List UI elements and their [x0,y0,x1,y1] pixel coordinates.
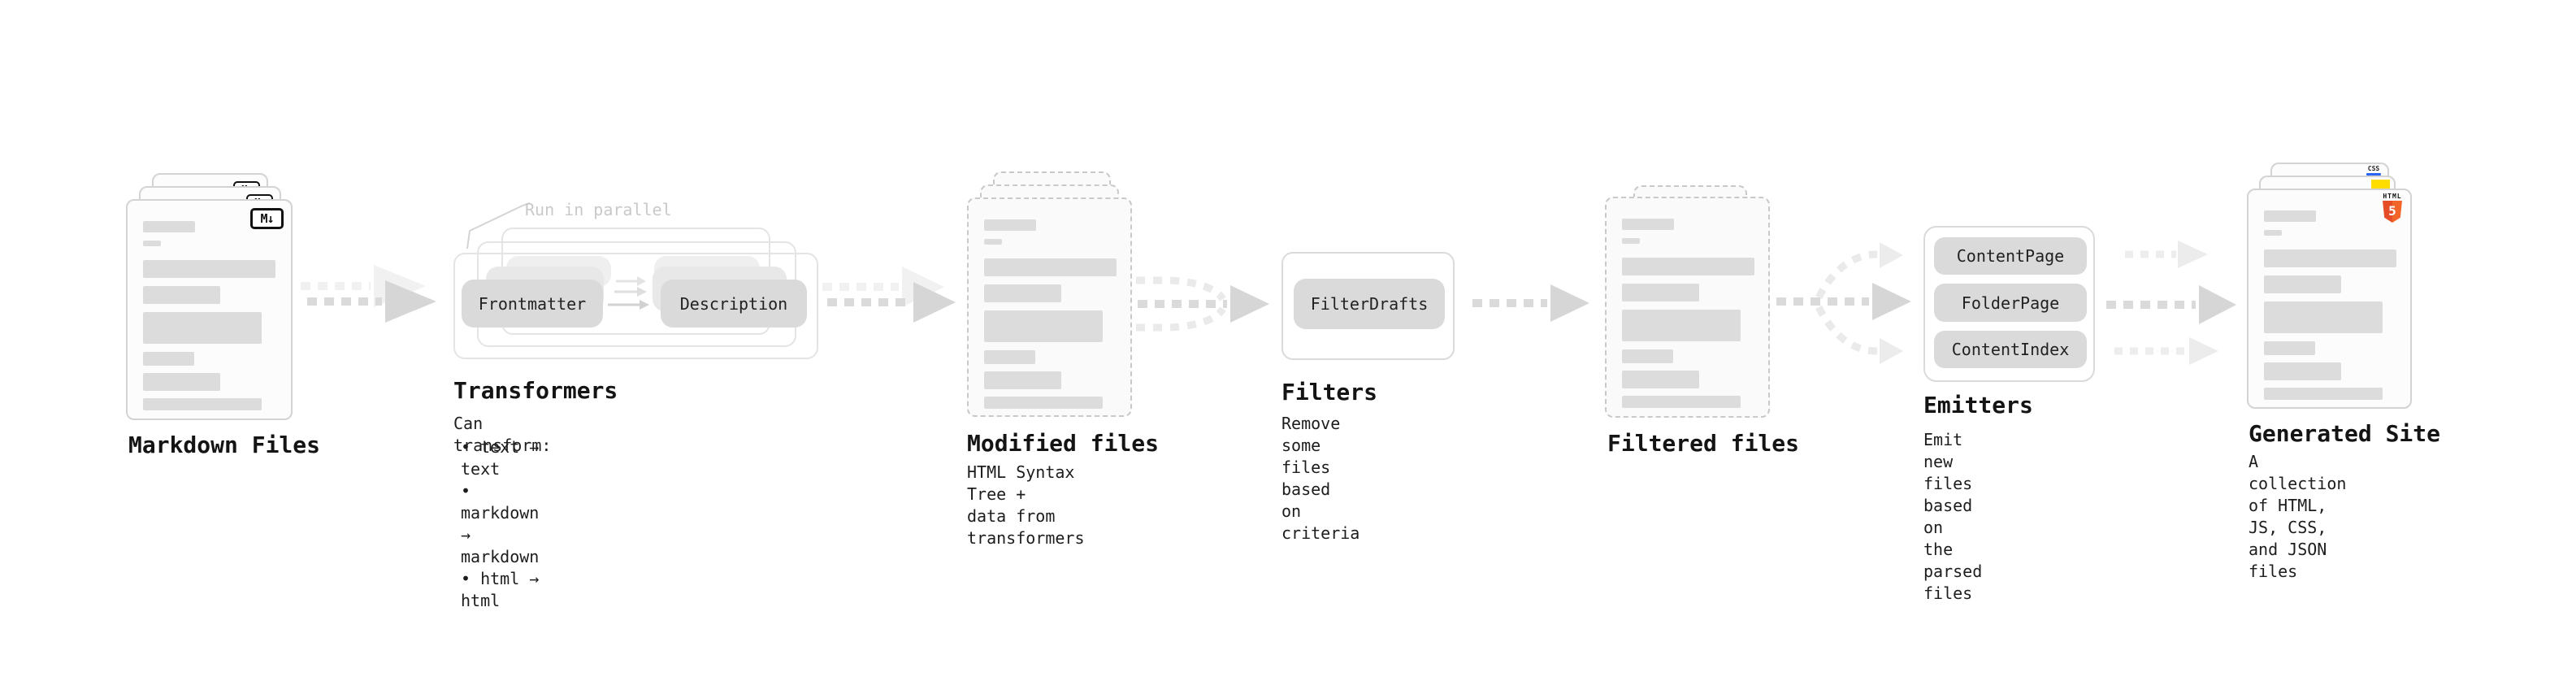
arrow-emitters-to-site-top [2125,241,2208,268]
modified-file-card [967,197,1132,417]
arrow-emitters-to-site-bottom [2114,337,2218,365]
frontmatter-pill: Frontmatter [462,280,603,327]
filtered-file-card [1605,197,1770,418]
transformers-bullets: • text → text • markdown → markdown • ht… [461,436,539,612]
markdown-badge: M↓ [250,208,284,229]
pill-flow-arrows [608,276,649,310]
generated-site-label: Generated Site [2249,420,2441,447]
transformers-desc-heading: Can transform: [453,414,552,455]
contentindex-pill: ContentIndex [1934,331,2087,368]
emitters-label: Emitters [1923,392,2033,419]
run-in-parallel-note: Run in parallel [525,200,672,219]
filters-desc: Remove some files based on criteria [1281,414,1360,543]
emitters-desc: Emit new files based on the parsed files [1923,430,1983,603]
markdown-files-label: Markdown Files [128,432,321,458]
generated-file-card: HTML 5 [2247,189,2412,409]
arrow-emitters-to-site-middle [2106,285,2236,324]
folderpage-pill: FolderPage [1934,284,2087,322]
js-badge [2371,180,2390,190]
arrow-transformers-to-modified [822,267,956,323]
transformers-bullet: • markdown → markdown [461,481,540,566]
transformers-bullet: • html → html [461,569,540,610]
generated-site-desc: A collection of HTML, JS, CSS, and JSON … [2249,452,2347,581]
transformer-frame-front [453,253,818,359]
contentpage-pill: ContentPage [1934,237,2087,275]
filtered-files-label: Filtered files [1607,430,1800,457]
transformers-bullet: • text → text [461,437,540,479]
arrow-filtered-to-emitters [1776,242,1911,364]
markdown-file-card: M↓ [126,199,293,420]
arrow-filters-to-filtered [1472,284,1589,322]
css-badge: CSS [2366,166,2381,176]
filters-label: Filters [1281,379,1378,406]
description-pill: Description [661,280,807,327]
html5-icon: HTML 5 [2382,193,2403,223]
transformers-label: Transformers [453,377,618,404]
css-badge-underline [2366,173,2381,176]
arrow-modified-to-filters [1136,276,1269,332]
modified-files-desc: HTML Syntax Tree + data from transformer… [967,462,1085,548]
run-in-parallel-callout-line [466,202,531,249]
arrow-markdown-to-transformers [301,265,436,323]
filterdrafts-pill: FilterDrafts [1294,279,1445,329]
modified-files-label: Modified files [967,430,1160,457]
